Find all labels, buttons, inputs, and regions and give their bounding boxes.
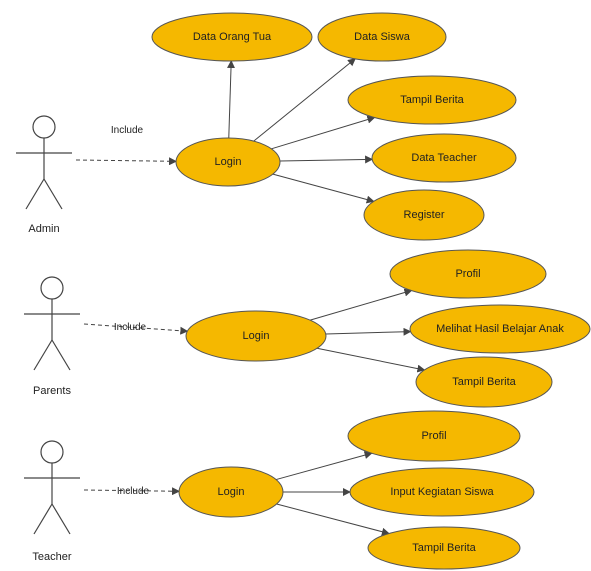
use-case-ellipse	[371, 133, 517, 183]
use-case-ellipse	[185, 310, 327, 362]
actor-label: Parents	[33, 385, 71, 397]
use-case-ellipse	[175, 137, 281, 187]
actor-head	[32, 115, 56, 139]
actor-left-leg	[25, 178, 45, 210]
use-case-input-kegiatan: Input Kegiatan Siswa	[349, 467, 535, 517]
relation-login-admin-to-data-teacher	[279, 155, 374, 164]
include-label: Include	[114, 322, 147, 333]
use-case-label: Tampil Berita	[400, 94, 464, 106]
association-arrow	[325, 327, 412, 336]
actor-right-leg	[51, 503, 71, 535]
use-case-label: Input Kegiatan Siswa	[390, 486, 494, 498]
use-case-data-orang-tua: Data Orang Tua	[151, 12, 313, 62]
include-label: Include	[117, 486, 150, 497]
actor-parents: Parents	[24, 276, 80, 397]
actor-admin: Admin	[16, 115, 72, 235]
use-case-tampil-berita-parents: Tampil Berita	[415, 356, 553, 408]
use-case-label: Data Orang Tua	[193, 31, 272, 43]
use-case-profil-teacher: Profil	[347, 410, 521, 462]
use-case-label: Profil	[455, 268, 480, 280]
use-case-label: Data Siswa	[354, 31, 411, 43]
actor-right-leg	[51, 339, 71, 371]
use-case-ellipse	[178, 466, 284, 518]
use-case-label: Melihat Hasil Belajar Anak	[436, 323, 564, 335]
association-arrow	[275, 451, 373, 481]
relation-teacher-to-login-teacher: Include	[83, 486, 181, 497]
use-case-melihat-hasil: Melihat Hasil Belajar Anak	[409, 304, 591, 354]
association-arrow	[272, 173, 375, 204]
use-case-ellipse	[349, 467, 535, 517]
use-case-label: Register	[404, 209, 445, 221]
use-case-data-siswa: Data Siswa	[317, 12, 447, 62]
relation-login-parents-to-tampil-berita-parents	[316, 347, 426, 373]
use-case-login-teacher: Login	[178, 466, 284, 518]
use-case-label: Data Teacher	[411, 152, 477, 164]
include-arrow	[83, 487, 181, 496]
relation-login-teacher-to-tampil-berita-teacher	[276, 503, 390, 536]
include-arrow	[75, 157, 178, 166]
actor-head	[40, 276, 64, 300]
use-case-label: Profil	[421, 430, 446, 442]
association-arrow	[227, 59, 236, 139]
association-arrow	[310, 288, 413, 321]
use-case-ellipse	[389, 249, 547, 299]
use-case-ellipse	[347, 75, 517, 125]
relation-login-admin-to-register	[272, 173, 375, 204]
use-case-label: Login	[218, 486, 245, 498]
include-arrow	[83, 323, 189, 335]
use-case-ellipse	[415, 356, 553, 408]
relation-login-teacher-to-profil-teacher	[275, 451, 373, 481]
use-case-data-teacher: Data Teacher	[371, 133, 517, 183]
association-arrow	[279, 155, 374, 164]
relation-admin-to-login-admin: Include	[75, 125, 178, 166]
use-case-register: Register	[363, 189, 485, 241]
association-arrow	[276, 503, 390, 536]
use-case-ellipse	[151, 12, 313, 62]
use-case-profil-parents: Profil	[389, 249, 547, 299]
use-case-label: Tampil Berita	[452, 376, 516, 388]
use-case-ellipse	[317, 12, 447, 62]
actor-left-leg	[33, 503, 53, 535]
actor-label: Teacher	[32, 551, 71, 563]
use-case-label: Login	[243, 330, 270, 342]
association-arrow	[316, 347, 426, 373]
relation-login-admin-to-data-orang-tua	[227, 59, 236, 139]
use-case-tampil-berita-admin: Tampil Berita	[347, 75, 517, 125]
use-case-ellipse	[347, 410, 521, 462]
use-case-ellipse	[409, 304, 591, 354]
relation-login-admin-to-tampil-berita-admin	[271, 115, 376, 150]
actor-right-leg	[43, 178, 63, 210]
association-arrow	[271, 115, 376, 150]
include-label: Include	[111, 125, 144, 136]
use-case-login-admin: Login	[175, 137, 281, 187]
actor-left-leg	[33, 339, 53, 371]
use-case-ellipse	[363, 189, 485, 241]
actor-label: Admin	[28, 223, 59, 235]
actor-head	[40, 440, 64, 464]
relation-login-parents-to-profil-parents	[310, 288, 413, 321]
relation-login-admin-to-data-siswa	[253, 58, 356, 142]
use-case-ellipse	[367, 526, 521, 570]
actor-teacher: Teacher	[24, 440, 80, 563]
use-case-tampil-berita-teacher: Tampil Berita	[367, 526, 521, 570]
use-case-label: Tampil Berita	[412, 542, 476, 554]
association-arrow	[253, 58, 356, 142]
relation-login-parents-to-melihat-hasil	[325, 327, 412, 336]
use-case-label: Login	[215, 156, 242, 168]
relation-parents-to-login-parents: Include	[83, 322, 189, 335]
use-case-login-parents: Login	[185, 310, 327, 362]
